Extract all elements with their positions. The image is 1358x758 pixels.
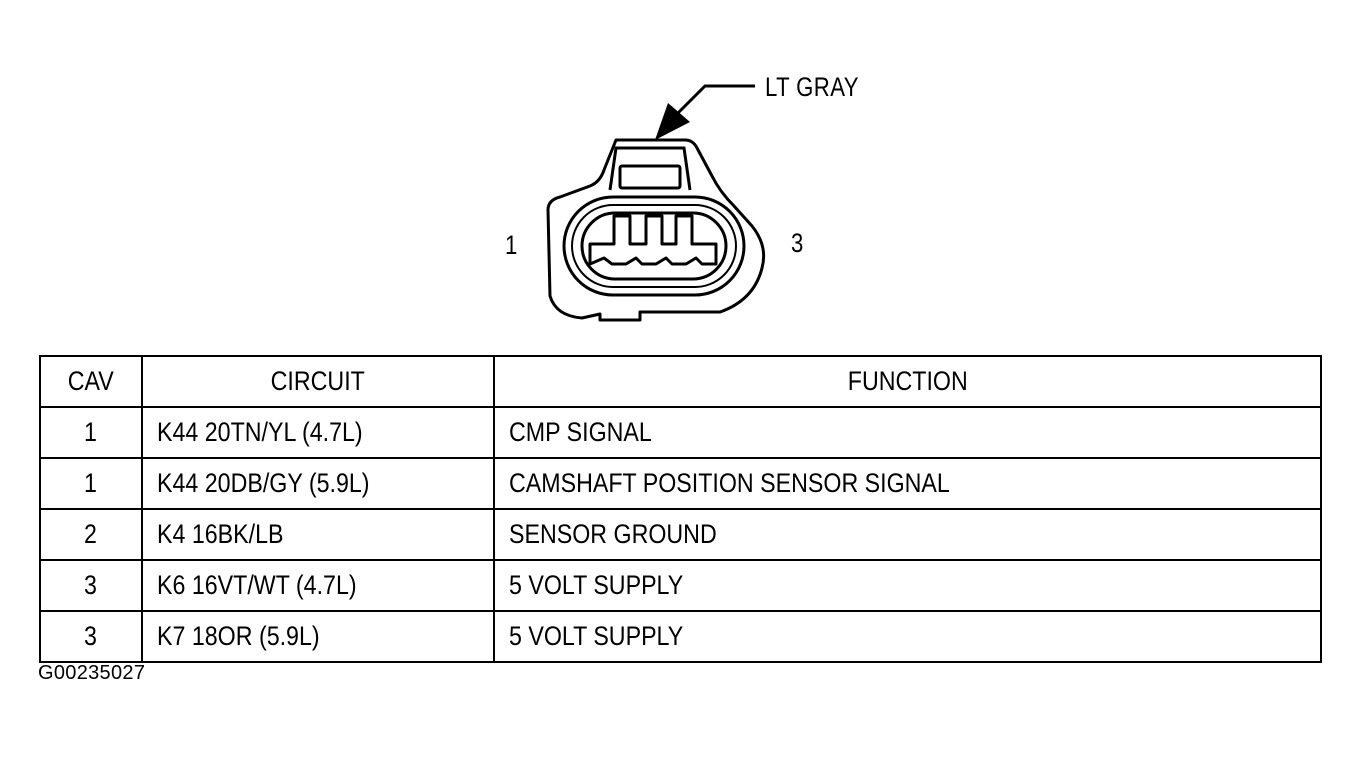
cell-function: 5 VOLT SUPPLY: [493, 559, 1322, 612]
cell-cav: 3: [39, 610, 143, 663]
header-cav: CAV: [39, 355, 143, 408]
table-row: 3 K6 16VT/WT (4.7L) 5 VOLT SUPPLY: [39, 559, 1322, 612]
pinout-table: CAV CIRCUIT FUNCTION 1 K44 20TN/YL (4.7L…: [39, 355, 1322, 663]
leader-arrow: [655, 84, 755, 140]
connector-seal-inner: [571, 204, 737, 288]
table-row: 3 K7 18OR (5.9L) 5 VOLT SUPPLY: [39, 610, 1322, 663]
cell-function: CAMSHAFT POSITION SENSOR SIGNAL: [493, 457, 1322, 510]
connector-cavity: [580, 211, 728, 281]
connector-color-label: LT GRAY: [765, 72, 859, 102]
table-row: 2 K4 16BK/LB SENSOR GROUND: [39, 508, 1322, 561]
cell-circuit: K4 16BK/LB: [141, 508, 495, 561]
table-header-row: CAV CIRCUIT FUNCTION: [39, 355, 1322, 408]
cell-function: 5 VOLT SUPPLY: [493, 610, 1322, 663]
connector-seal-outer: [562, 195, 746, 297]
figure-id: G00235027: [38, 662, 146, 684]
connector-housing: [546, 138, 766, 322]
table-row: 1 K44 20TN/YL (4.7L) CMP SIGNAL: [39, 406, 1322, 459]
pin-number-left: 1: [505, 230, 518, 260]
header-circuit: CIRCUIT: [141, 355, 495, 408]
pin-number-right: 3: [791, 228, 804, 258]
cell-circuit: K44 20TN/YL (4.7L): [141, 406, 495, 459]
terminal-pins: [588, 214, 718, 266]
cell-cav: 1: [39, 457, 143, 510]
cell-function: SENSOR GROUND: [493, 508, 1322, 561]
cell-function: CMP SIGNAL: [493, 406, 1322, 459]
cell-circuit: K44 20DB/GY (5.9L): [141, 457, 495, 510]
connector-diagram: [546, 84, 766, 322]
latch-tab: [608, 146, 692, 191]
header-function: FUNCTION: [493, 355, 1322, 408]
cell-cav: 1: [39, 406, 143, 459]
cell-cav: 3: [39, 559, 143, 612]
cell-circuit: K7 18OR (5.9L): [141, 610, 495, 663]
cell-circuit: K6 16VT/WT (4.7L): [141, 559, 495, 612]
cell-cav: 2: [39, 508, 143, 561]
table-row: 1 K44 20DB/GY (5.9L) CAMSHAFT POSITION S…: [39, 457, 1322, 510]
